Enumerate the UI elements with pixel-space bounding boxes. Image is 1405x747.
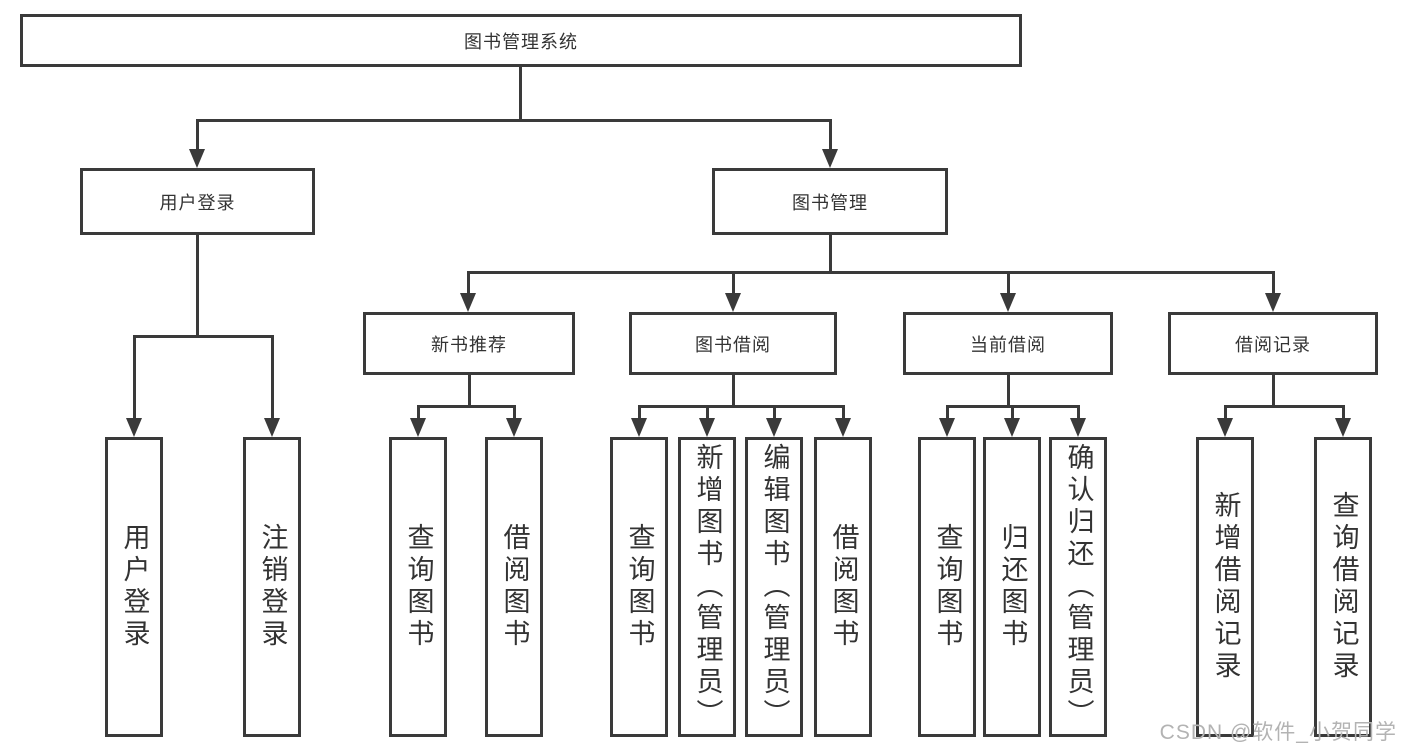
- node-label: 确认归还（管理员）: [1063, 443, 1094, 731]
- node-label: 图书借阅: [695, 334, 771, 355]
- connector-line: [417, 405, 516, 408]
- node-label: 新增借阅记录: [1210, 491, 1241, 683]
- arrowhead-down-icon: [264, 418, 280, 437]
- arrowhead-down-icon: [631, 418, 647, 437]
- arrowhead-down-icon: [1070, 418, 1086, 437]
- node-book-management: 图书管理: [712, 168, 948, 235]
- connector-line: [829, 119, 832, 152]
- connector-line: [133, 335, 274, 338]
- node-leaf-user-login: 用户登录: [105, 437, 163, 737]
- arrowhead-down-icon: [410, 418, 426, 437]
- connector-line: [1272, 375, 1275, 406]
- connector-line: [1272, 271, 1275, 296]
- connector-line: [196, 235, 199, 336]
- node-leaf-cb-confirm-return-admin: 确认归还（管理员）: [1049, 437, 1107, 737]
- arrowhead-down-icon: [1217, 418, 1233, 437]
- connector-line: [946, 405, 949, 420]
- connector-line: [1007, 271, 1010, 296]
- node-label: 用户登录: [159, 192, 236, 213]
- node-book-borrowing: 图书借阅: [629, 312, 837, 375]
- node-leaf-cb-query-books: 查询图书: [918, 437, 976, 737]
- connector-line: [417, 405, 420, 420]
- arrowhead-down-icon: [126, 418, 142, 437]
- connector-line: [467, 271, 470, 296]
- arrowhead-down-icon: [1004, 418, 1020, 437]
- node-library-management-system: 图书管理系统: [20, 14, 1022, 67]
- connector-line: [271, 335, 274, 420]
- arrowhead-down-icon: [835, 418, 851, 437]
- arrowhead-down-icon: [1265, 293, 1281, 312]
- node-label: 借阅记录: [1235, 334, 1311, 355]
- node-label: 借阅图书: [499, 523, 530, 651]
- arrowhead-down-icon: [699, 418, 715, 437]
- node-label: 查询图书: [403, 523, 434, 651]
- arrowhead-down-icon: [506, 418, 522, 437]
- connector-line: [1007, 375, 1010, 406]
- connector-line: [706, 405, 709, 420]
- connector-line: [842, 405, 845, 420]
- node-leaf-bb-query-books: 查询图书: [610, 437, 668, 737]
- connector-line: [732, 271, 735, 296]
- node-label: 归还图书: [997, 523, 1028, 651]
- connector-line: [773, 405, 776, 420]
- connector-line: [638, 405, 845, 408]
- node-label: 当前借阅: [970, 334, 1046, 355]
- connector-line: [196, 119, 832, 122]
- connector-line: [1077, 405, 1080, 420]
- node-leaf-logout: 注销登录: [243, 437, 301, 737]
- node-label: 编辑图书（管理员）: [759, 443, 790, 731]
- node-leaf-bb-add-books-admin: 新增图书（管理员）: [678, 437, 736, 737]
- node-current-borrowing: 当前借阅: [903, 312, 1113, 375]
- connector-line: [468, 375, 471, 406]
- arrowhead-down-icon: [725, 293, 741, 312]
- connector-line: [638, 405, 641, 420]
- node-leaf-br-add-record: 新增借阅记录: [1196, 437, 1254, 737]
- arrowhead-down-icon: [1335, 418, 1351, 437]
- connector-line: [1224, 405, 1227, 420]
- node-label: 查询借阅记录: [1328, 491, 1359, 683]
- connector-line: [133, 335, 136, 420]
- connector-line: [1342, 405, 1345, 420]
- node-leaf-bb-borrow-books: 借阅图书: [814, 437, 872, 737]
- connector-line: [1224, 405, 1345, 408]
- arrowhead-down-icon: [1000, 293, 1016, 312]
- node-label: 图书管理系统: [464, 31, 578, 52]
- connector-line: [519, 67, 522, 119]
- node-user-login: 用户登录: [80, 168, 315, 235]
- node-new-book-recommend: 新书推荐: [363, 312, 575, 375]
- arrowhead-down-icon: [822, 149, 838, 168]
- node-label: 新增图书（管理员）: [692, 443, 723, 731]
- arrowhead-down-icon: [460, 293, 476, 312]
- node-label: 新书推荐: [431, 334, 507, 355]
- connector-line: [829, 235, 832, 273]
- node-leaf-nb-query-books: 查询图书: [389, 437, 447, 737]
- node-label: 注销登录: [257, 523, 288, 651]
- connector-line: [513, 405, 516, 420]
- node-label: 查询图书: [624, 523, 655, 651]
- arrowhead-down-icon: [189, 149, 205, 168]
- node-borrowing-records: 借阅记录: [1168, 312, 1378, 375]
- connector-line: [732, 375, 735, 406]
- arrowhead-down-icon: [939, 418, 955, 437]
- node-leaf-bb-edit-books-admin: 编辑图书（管理员）: [745, 437, 803, 737]
- csdn-watermark: CSDN @软件_小贺同学: [1159, 721, 1397, 744]
- node-label: 查询图书: [932, 523, 963, 651]
- node-label: 图书管理: [792, 192, 868, 213]
- node-leaf-nb-borrow-books: 借阅图书: [485, 437, 543, 737]
- connector-line: [467, 271, 1275, 274]
- node-leaf-br-query-record: 查询借阅记录: [1314, 437, 1372, 737]
- arrowhead-down-icon: [766, 418, 782, 437]
- node-label: 用户登录: [119, 523, 150, 651]
- node-leaf-cb-return-books: 归还图书: [983, 437, 1041, 737]
- connector-line: [1011, 405, 1014, 420]
- connector-line: [196, 119, 199, 152]
- node-label: 借阅图书: [828, 523, 859, 651]
